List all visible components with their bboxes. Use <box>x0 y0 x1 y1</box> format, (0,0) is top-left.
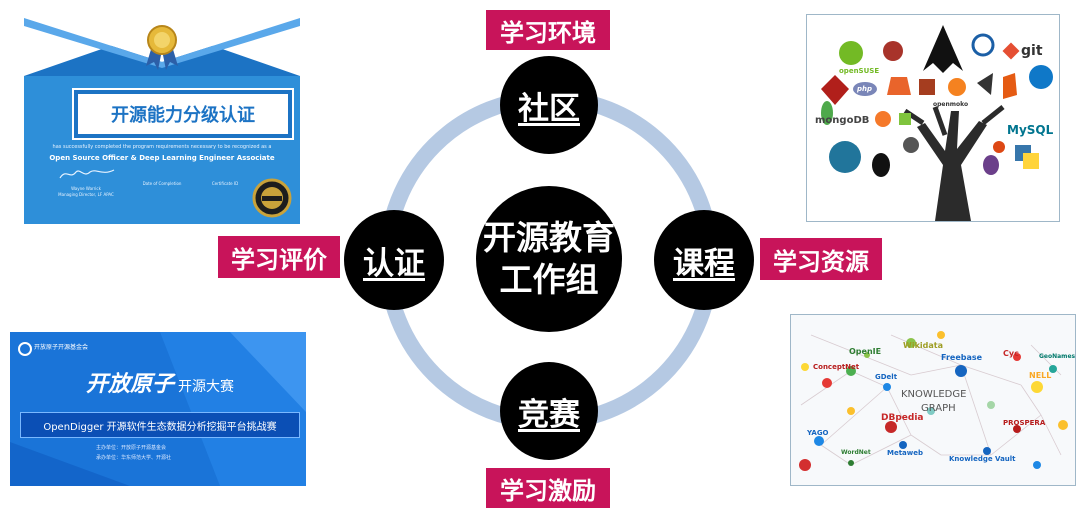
certificate-image: 开源能力分级认证 has successfully completed the … <box>24 18 300 224</box>
competition-subtitle: 开源大赛 <box>178 379 234 395</box>
kg-label-nell: NELL <box>1029 371 1052 380</box>
kg-label-dbpedia: DBpedia <box>881 413 924 423</box>
graph-network <box>799 331 1068 471</box>
competition-host: 主办单位：开放原子开源基金会 <box>96 445 167 451</box>
signer-title: Managing Director, LF APAC <box>58 192 114 197</box>
badge-seal-icon <box>252 178 292 218</box>
tree-icon <box>821 25 1053 221</box>
kg-label-conceptnet: ConceptNet <box>813 363 860 371</box>
competition-banner: OpenDigger 开源软件生态数据分析挖掘平台挑战赛 <box>20 412 300 438</box>
tag-learning-resources: 学习资源 <box>760 238 882 280</box>
kg-label-yago: YAGO <box>807 429 829 437</box>
mysql-label: MySQL <box>1007 123 1054 137</box>
node-course: 课程 <box>654 210 754 310</box>
center-title-line1: 开源教育 <box>483 218 615 257</box>
kg-label-geonames: GeoNames <box>1039 353 1076 360</box>
org-name: 开放原子开源基金会 <box>34 344 89 351</box>
certificate-role: Open Source Officer & Deep Learning Engi… <box>49 154 275 162</box>
kg-label-openie: OpenIE <box>849 347 882 356</box>
node-competition: 竞赛 <box>500 362 598 460</box>
mongodb-label: mongoDB <box>815 115 870 126</box>
kg-label-gdelt: GDelt <box>875 373 898 381</box>
signer-name: Wayne Warrick <box>71 186 101 191</box>
kg-label-cyc: Cyc <box>1003 349 1019 358</box>
competition-organizer: 承办单位：华东师范大学、开源社 <box>96 455 172 461</box>
kg-label-wordnet: WordNet <box>841 449 871 456</box>
tag-learning-evaluation: 学习评价 <box>218 236 340 278</box>
openmoko-label: openmoko <box>933 101 969 108</box>
open-source-logos-image: openSUSE php git mongoDB openmoko MySQL <box>806 14 1060 222</box>
center-title-line2: 工作组 <box>499 260 599 299</box>
certificate-title: 开源能力分级认证 <box>78 94 288 134</box>
atom-logo-icon <box>18 342 32 356</box>
medal-icon <box>146 25 178 70</box>
kg-label-wikidata: Wikidata <box>903 341 943 350</box>
certificate-intro: has successfully completed the program r… <box>52 144 272 150</box>
opensuse-label: openSUSE <box>839 67 880 75</box>
node-community: 社区 <box>500 56 598 154</box>
kg-label-freebase: Freebase <box>941 353 983 362</box>
node-certification: 认证 <box>344 210 444 310</box>
php-label: php <box>857 85 873 93</box>
tag-learning-environment: 学习环境 <box>486 10 610 50</box>
kg-label-knowledge-vault: Knowledge Vault <box>949 455 1016 463</box>
signature <box>59 169 115 179</box>
center-node: 开源教育 工作组 <box>476 186 622 332</box>
kg-title-line2: GRAPH <box>921 403 956 414</box>
competition-logo-text: 开放原子 <box>86 372 175 397</box>
cert-id-label: Certificate ID <box>211 181 239 186</box>
tag-learning-incentive: 学习激励 <box>486 468 610 508</box>
knowledge-graph-image: KNOWLEDGE GRAPH OpenIE Wikidata Freebase… <box>790 314 1076 486</box>
competition-image: 开放原子开源基金会 开放原子 开源大赛 OpenDigger 开源软件生态数据分… <box>10 332 306 486</box>
kg-label-prospera: PROSPERA <box>1003 419 1046 427</box>
kg-label-metaweb: Metaweb <box>887 449 924 457</box>
kg-title-line1: KNOWLEDGE <box>901 389 967 400</box>
date-label: Date of Completion <box>142 181 182 186</box>
git-label: git <box>1021 43 1043 59</box>
